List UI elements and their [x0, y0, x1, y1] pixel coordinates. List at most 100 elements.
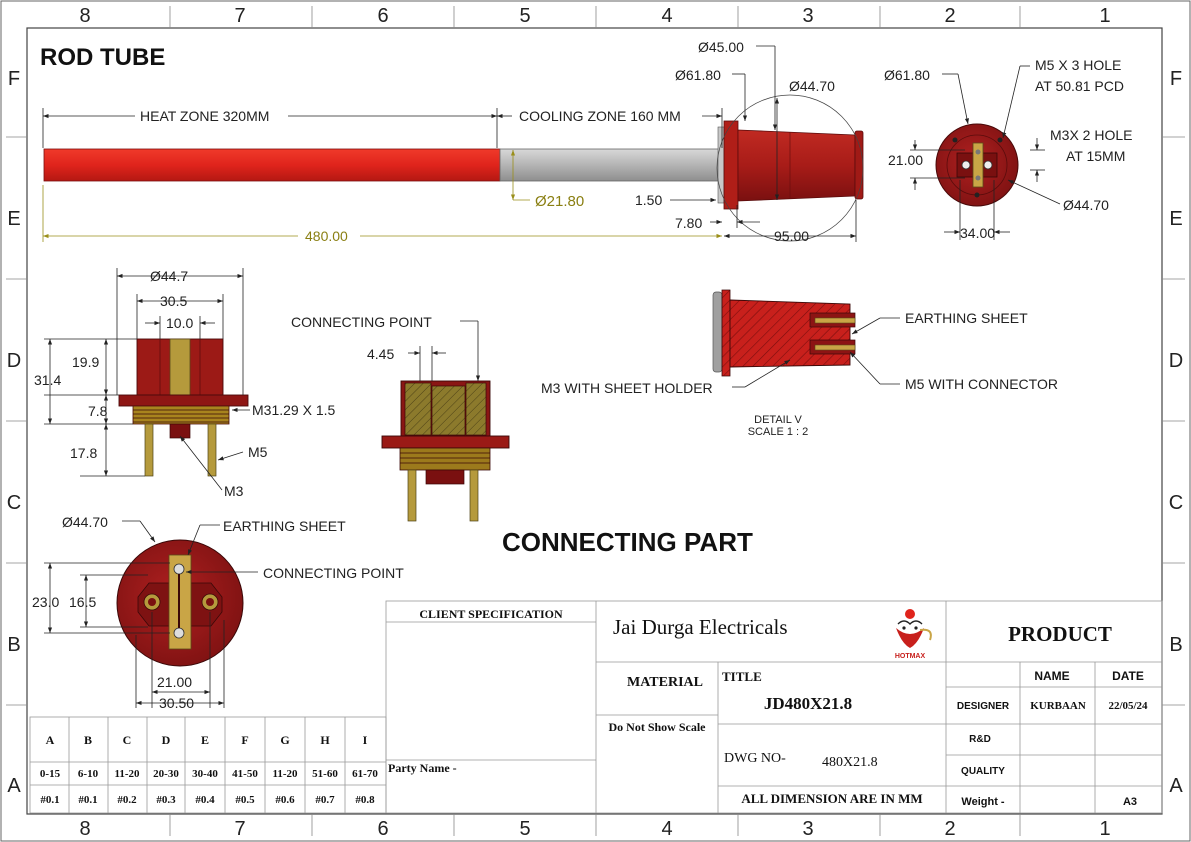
detail-caption: DETAIL V: [754, 414, 802, 426]
total-length-dim: 480.00: [305, 228, 348, 244]
dia-45-dim: Ø45.00: [698, 39, 744, 55]
connector-bottom-view: Ø44.70 EARTHING SHEET CONNECTING POINT 2…: [32, 514, 404, 711]
zone-row-label: C: [7, 492, 21, 514]
zone-col-label: 5: [519, 5, 530, 27]
party-name-label: Party Name -: [388, 761, 457, 775]
material-label: MATERIAL: [627, 675, 703, 690]
dwg-value: 480X21.8: [822, 755, 878, 770]
tol-header: D: [162, 733, 171, 747]
zone-col-label: 6: [377, 818, 388, 840]
title-value: JD480X21.8: [764, 694, 852, 713]
bottom-connecting-point-label: CONNECTING POINT: [263, 565, 404, 581]
front-dim-305: 30.5: [160, 293, 187, 309]
connecting-sheet: [169, 338, 191, 396]
detail-body: [729, 299, 851, 368]
cooling-zone-label: COOLING ZONE 160 MM: [519, 108, 681, 124]
zone-col-label: 8: [79, 818, 90, 840]
tol-range: 41-50: [232, 768, 258, 780]
m3-label: M3: [224, 483, 244, 499]
dim-9500: 95.00: [774, 228, 809, 244]
zone-col-label: 3: [802, 5, 813, 27]
tol-value: #0.2: [117, 794, 137, 806]
zone-col-label: 7: [234, 5, 245, 27]
bottom-dim-2100: 21.00: [157, 674, 192, 690]
zone-col-label: 7: [234, 818, 245, 840]
end-view: Ø61.80 M5 X 3 HOLE AT 50.81 PCD M3X 2 HO…: [884, 57, 1132, 241]
tol-value: #0.8: [355, 794, 375, 806]
company-name: Jai Durga Electricals: [613, 615, 788, 639]
detail-m3-holder: M3 WITH SHEET HOLDER: [541, 380, 713, 396]
tol-header: B: [84, 733, 92, 747]
bottom-dia-4470: Ø44.70: [62, 514, 108, 530]
detail-m5-connector: M5 WITH CONNECTOR: [905, 376, 1058, 392]
zone-row-label: D: [1169, 350, 1183, 372]
tol-range: 61-70: [352, 768, 378, 780]
front-dim-178: 17.8: [70, 445, 97, 461]
front-dim-78: 7.8: [88, 403, 108, 419]
weight-label: Weight -: [961, 796, 1005, 808]
m5-label: M5: [248, 444, 268, 460]
front-dim-314: 31.4: [34, 372, 61, 388]
dimensions-note: ALL DIMENSION ARE IN MM: [741, 791, 922, 806]
tol-range: 11-20: [272, 768, 298, 780]
zone-row-label: D: [7, 350, 21, 372]
dwg-label: DWG NO-: [724, 751, 786, 766]
tol-header: E: [201, 733, 209, 747]
zone-col-label: 5: [519, 818, 530, 840]
head-body: [737, 129, 856, 202]
detail-earthing-sheet: EARTHING SHEET: [905, 310, 1028, 326]
designer-date: 22/05/24: [1108, 700, 1148, 712]
tol-range: 51-60: [312, 768, 338, 780]
tube-dia-dim: Ø21.80: [535, 193, 584, 210]
tol-value: #0.6: [275, 794, 295, 806]
zone-col-label: 1: [1099, 5, 1110, 27]
bottom-dim-3050: 30.50: [159, 695, 194, 711]
zone-col-label: 2: [944, 5, 955, 27]
thread-note: M31.29 X 1.5: [252, 402, 335, 418]
zone-labels: 8 7 6 5 4 3 2 1 8 7 6 5 4 3 2 1 F E D C …: [7, 5, 1184, 840]
flange: [723, 120, 739, 210]
dim-780: 7.80: [675, 215, 702, 231]
logo-text: HOTMAX: [895, 653, 926, 660]
tol-header: F: [241, 733, 248, 747]
tol-value: #0.5: [235, 794, 255, 806]
heat-zone-tube: [43, 148, 501, 182]
connecting-part-title: CONNECTING PART: [502, 527, 753, 557]
dia-6180-dim: Ø61.80: [675, 67, 721, 83]
title-label: TITLE: [722, 669, 762, 684]
detail-scale: SCALE 1 : 2: [748, 426, 809, 438]
end-dim-3400: 34.00: [960, 225, 995, 241]
section-flange: [381, 435, 510, 449]
m5-note-line2: AT 50.81 PCD: [1035, 78, 1124, 94]
no-scale-note: Do Not Show Scale: [608, 720, 706, 734]
section-connecting-point: CONNECTING POINT: [291, 314, 432, 330]
zone-row-label: B: [1169, 634, 1182, 656]
zone-row-label: E: [7, 208, 20, 230]
tol-header: C: [123, 733, 132, 747]
zone-col-label: 4: [661, 818, 672, 840]
bottom-dim-165: 16.5: [69, 594, 96, 610]
earthing-sheet: [972, 142, 984, 188]
zone-row-label: F: [8, 68, 20, 90]
zone-col-label: 2: [944, 818, 955, 840]
name-header: NAME: [1034, 669, 1069, 683]
zone-col-label: 4: [661, 5, 672, 27]
detail-circle: [716, 94, 864, 242]
m5-note-line1: M5 X 3 HOLE: [1035, 57, 1121, 73]
m3-note-line2: AT 15MM: [1066, 148, 1125, 164]
tol-range: 6-10: [78, 768, 99, 780]
quality-label: QUALITY: [961, 766, 1005, 777]
tol-range: 20-30: [153, 768, 179, 780]
dim-150: 1.50: [635, 192, 662, 208]
tol-value: #0.1: [40, 794, 59, 806]
tol-header: G: [280, 733, 289, 747]
dia-4470-dim: Ø44.70: [789, 78, 835, 94]
bottom-earthing-sheet-label: EARTHING SHEET: [223, 518, 346, 534]
tolerance-table: A B C D E F G H I 0-15 6-10 11-20 20-30 …: [29, 716, 387, 814]
m3-note-line1: M3X 2 HOLE: [1050, 127, 1132, 143]
front-flange: [118, 394, 249, 407]
rod-tube-title: ROD TUBE: [40, 44, 165, 71]
cooling-zone-tube: [499, 148, 723, 182]
